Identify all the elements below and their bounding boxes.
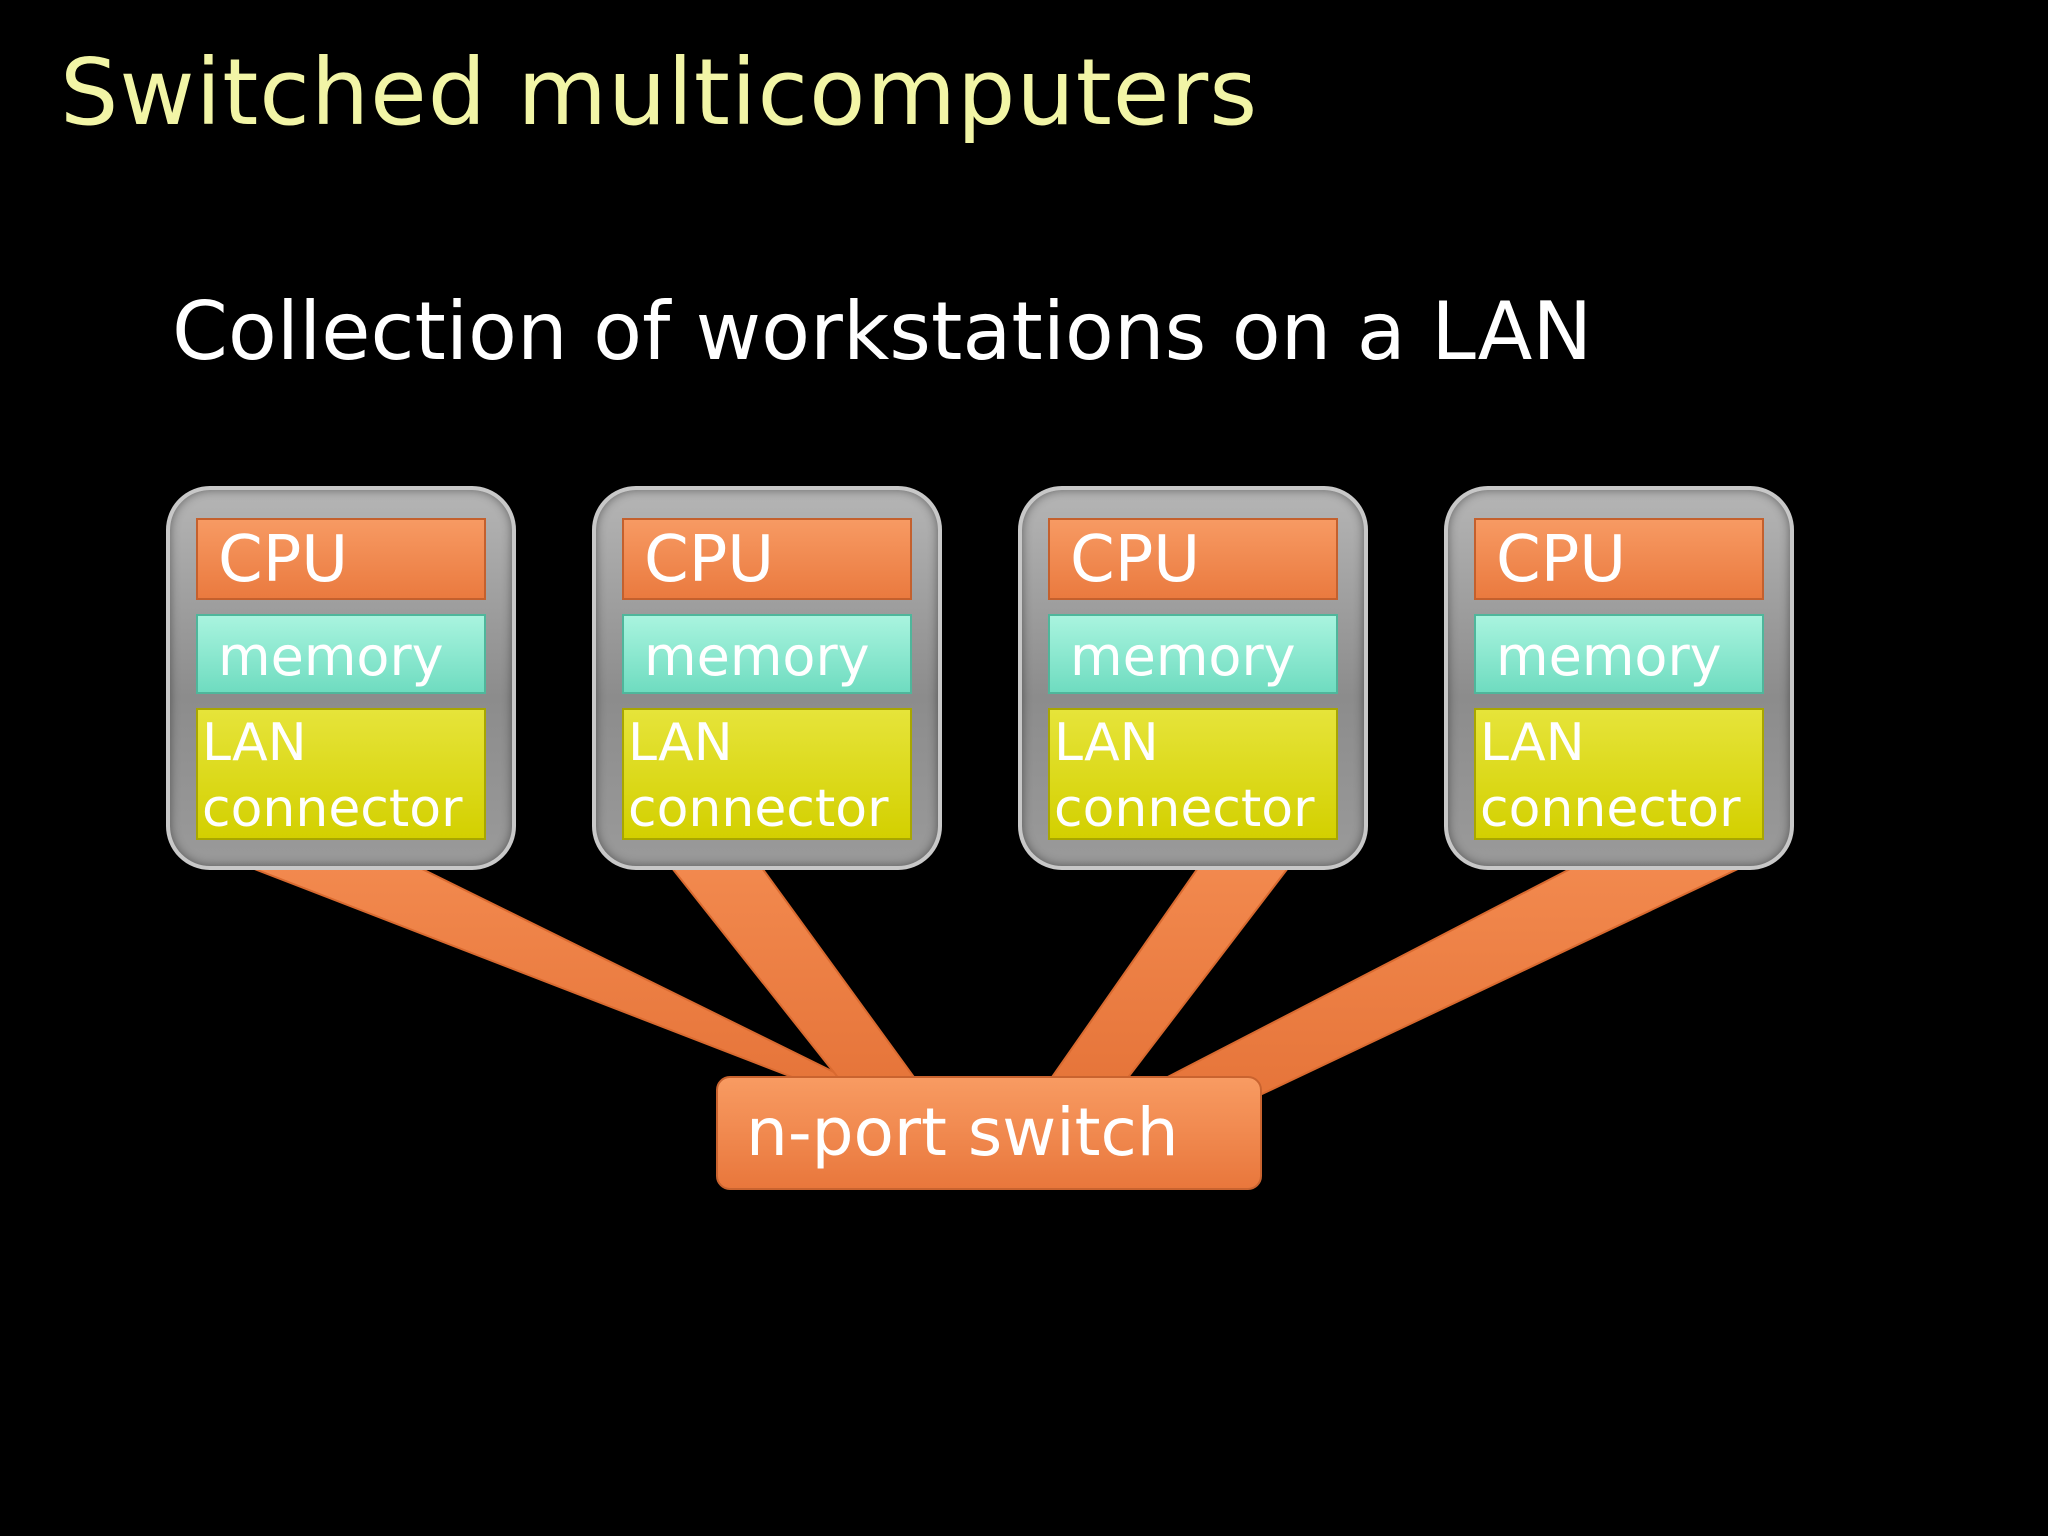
lan-connector-block: LAN connector [622,708,912,840]
memory-block: memory [622,614,912,694]
lan-label: LAN [1054,713,1159,773]
n-port-switch: n-port switch [716,1076,1262,1190]
cpu-block: CPU [1048,518,1338,600]
workstation-3: CPU memory LAN connector [1018,486,1368,870]
cpu-block: CPU [196,518,486,600]
workstation-4: CPU memory LAN connector [1444,486,1794,870]
memory-block: memory [1474,614,1764,694]
memory-block: memory [1048,614,1338,694]
link-workstation-2 [669,867,918,1081]
cpu-block: CPU [1474,518,1764,600]
connector-label: connector [1480,779,1741,839]
cpu-block: CPU [622,518,912,600]
lan-label: LAN [1480,713,1585,773]
slide-title: Switched multicomputers [60,39,1259,146]
lan-connector-block: LAN connector [1048,708,1338,840]
workstation-1: CPU memory LAN connector [166,486,516,870]
lan-connector-block: LAN connector [1474,708,1764,840]
lan-label: LAN [628,713,733,773]
lan-connector-block: LAN connector [196,708,486,840]
connector-label: connector [202,779,463,839]
connector-label: connector [1054,779,1315,839]
slide-subtitle: Collection of workstations on a LAN [172,285,1593,378]
workstation-2: CPU memory LAN connector [592,486,942,870]
memory-block: memory [196,614,486,694]
lan-label: LAN [202,713,307,773]
connector-label: connector [628,779,889,839]
